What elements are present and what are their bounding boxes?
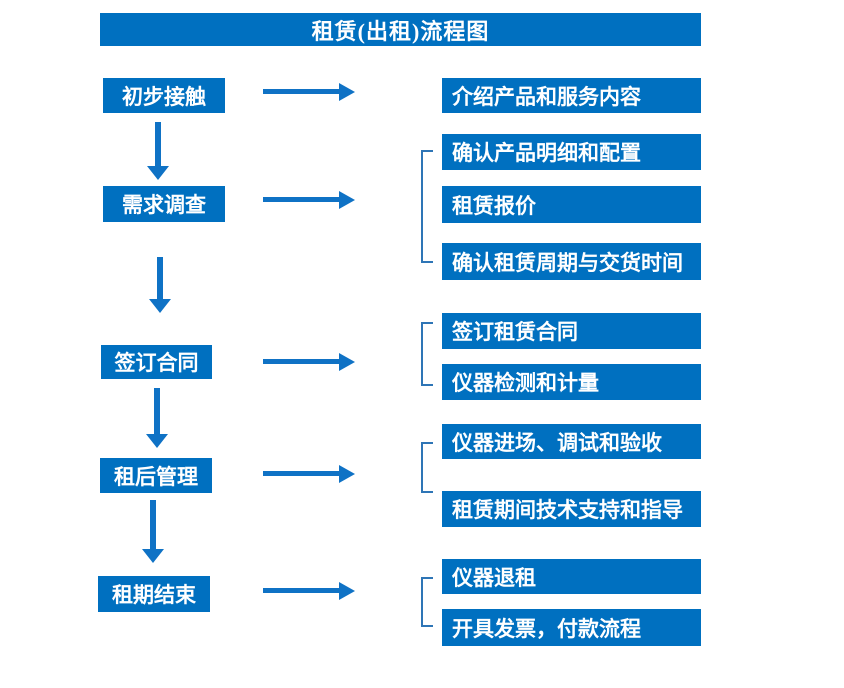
arrow-shaft bbox=[263, 89, 339, 94]
group-bracket bbox=[421, 577, 433, 627]
arrow-head-icon bbox=[147, 166, 169, 180]
right-arrow bbox=[263, 353, 355, 371]
arrow-shaft bbox=[263, 359, 339, 364]
arrow-shaft bbox=[157, 257, 163, 299]
arrow-head-icon bbox=[142, 549, 164, 563]
detail-box: 仪器退租 bbox=[442, 559, 701, 594]
down-arrow bbox=[147, 122, 169, 180]
arrow-shaft bbox=[155, 122, 161, 166]
arrow-head-icon bbox=[339, 582, 355, 600]
stage-label: 租期结束 bbox=[112, 583, 196, 607]
arrow-shaft bbox=[263, 197, 339, 202]
right-arrow bbox=[263, 191, 355, 209]
down-arrow bbox=[149, 257, 171, 313]
arrow-head-icon bbox=[149, 299, 171, 313]
group-bracket bbox=[421, 322, 433, 386]
detail-label: 确认租赁周期与交货时间 bbox=[452, 250, 683, 275]
detail-label: 签订租赁合同 bbox=[452, 320, 578, 344]
detail-label: 租赁报价 bbox=[452, 193, 536, 218]
arrow-shaft bbox=[154, 388, 160, 434]
stage-box-demand-survey: 需求调查 bbox=[103, 186, 225, 222]
detail-label: 仪器检测和计量 bbox=[452, 371, 599, 395]
detail-label: 仪器退租 bbox=[452, 565, 536, 590]
detail-label: 介绍产品和服务内容 bbox=[452, 84, 641, 109]
right-arrow bbox=[263, 83, 355, 101]
detail-box: 租赁期间技术支持和指导 bbox=[442, 491, 701, 527]
detail-box: 开具发票，付款流程 bbox=[442, 609, 701, 646]
detail-label: 开具发票，付款流程 bbox=[452, 616, 641, 641]
detail-label: 确认产品明细和配置 bbox=[452, 141, 641, 165]
stage-label: 租后管理 bbox=[114, 464, 198, 489]
group-bracket bbox=[421, 150, 433, 263]
detail-box: 仪器检测和计量 bbox=[442, 364, 701, 400]
title-bar: 租赁(出租)流程图 bbox=[100, 13, 701, 46]
stage-label: 签订合同 bbox=[114, 351, 199, 375]
arrow-head-icon bbox=[146, 434, 168, 448]
arrow-head-icon bbox=[339, 83, 355, 101]
stage-box-initial-contact: 初步接触 bbox=[103, 78, 225, 113]
group-bracket bbox=[421, 442, 433, 493]
arrow-shaft bbox=[263, 588, 339, 593]
stage-box-sign-contract: 签订合同 bbox=[101, 345, 212, 379]
stage-box-post-rental-management: 租后管理 bbox=[100, 458, 212, 493]
stage-label: 初步接触 bbox=[122, 84, 206, 109]
arrow-shaft bbox=[263, 471, 339, 476]
detail-box: 仪器进场、调试和验收 bbox=[442, 424, 701, 459]
arrow-shaft bbox=[150, 500, 156, 549]
arrow-head-icon bbox=[339, 353, 355, 371]
detail-box: 介绍产品和服务内容 bbox=[442, 78, 701, 113]
detail-box: 确认租赁周期与交货时间 bbox=[442, 243, 701, 280]
detail-label: 仪器进场、调试和验收 bbox=[452, 430, 662, 455]
detail-box: 签订租赁合同 bbox=[442, 313, 701, 349]
stage-box-rental-end: 租期结束 bbox=[98, 576, 210, 612]
down-arrow bbox=[146, 388, 168, 448]
down-arrow bbox=[142, 500, 164, 563]
right-arrow bbox=[263, 465, 355, 483]
arrow-head-icon bbox=[339, 465, 355, 483]
detail-box: 租赁报价 bbox=[442, 186, 701, 223]
arrow-head-icon bbox=[339, 191, 355, 209]
stage-label: 需求调查 bbox=[122, 193, 206, 217]
detail-box: 确认产品明细和配置 bbox=[442, 134, 701, 170]
page-title: 租赁(出租)流程图 bbox=[311, 18, 490, 44]
detail-label: 租赁期间技术支持和指导 bbox=[452, 498, 683, 522]
right-arrow bbox=[263, 582, 355, 600]
